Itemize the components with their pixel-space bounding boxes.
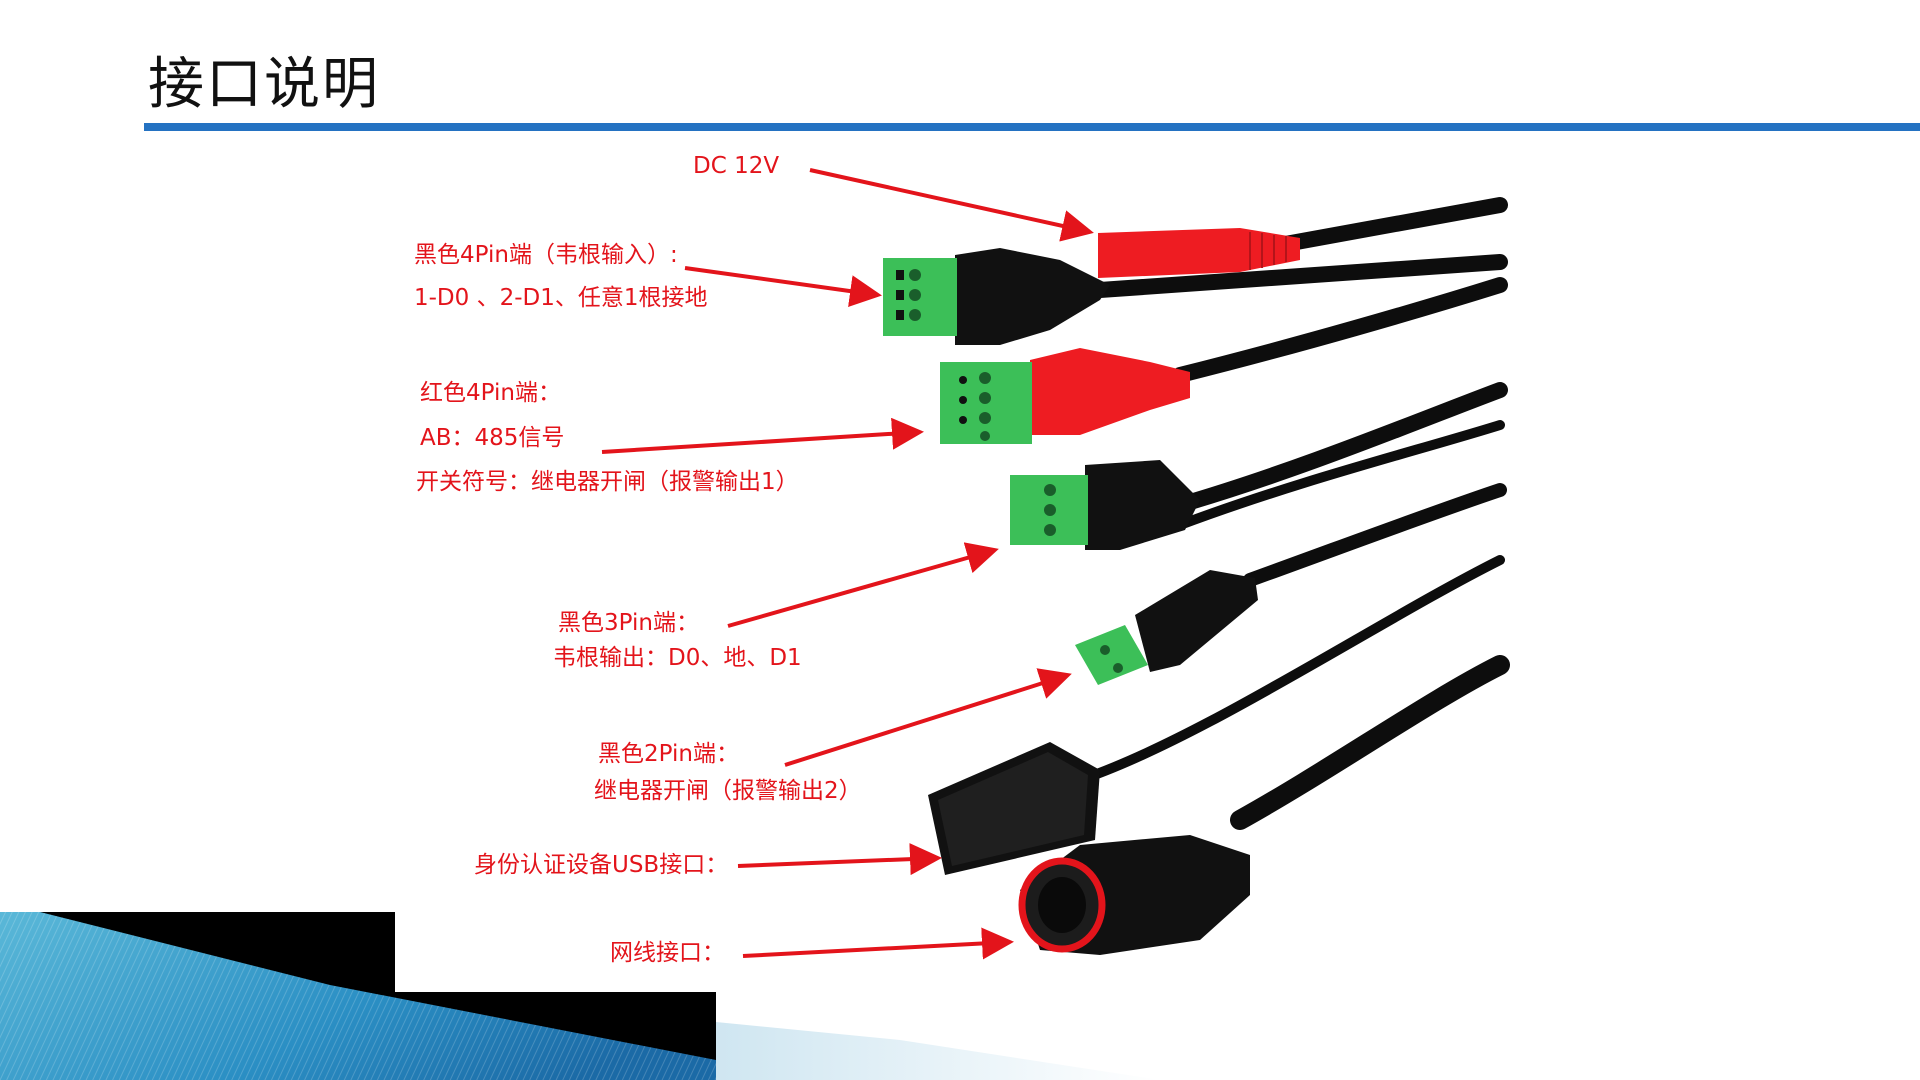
red4-cable	[1172, 277, 1508, 383]
title-underline	[144, 123, 1920, 131]
usb-cable	[1075, 555, 1505, 785]
net-cable	[1230, 655, 1510, 830]
network-plug	[1018, 835, 1250, 955]
label-black3-line1: 黑色3Pin端：	[558, 610, 699, 636]
black4-cable	[1092, 254, 1508, 298]
page-title: 接口说明	[148, 52, 380, 117]
label-red4-line3: 开关符号：继电器开闸（报警输出1）	[416, 469, 799, 495]
arrow-dc	[809, 168, 1094, 242]
label-dc: DC 12V	[693, 153, 780, 179]
arrow-net	[742, 927, 1014, 960]
black2-cable	[1243, 483, 1507, 587]
label-black4-line1: 黑色4Pin端（韦根输入）:	[414, 242, 678, 268]
label-net: 网线接口：	[610, 940, 725, 966]
label-black4-line2: 1-D0 、2-D1、任意1根接地	[414, 285, 708, 311]
arrow-black3-small	[784, 668, 1072, 767]
label-black3-line2: 韦根输出：D0、地、D1	[553, 645, 802, 671]
cables	[1075, 197, 1510, 830]
label-black2-line2: 继电器开闸（报警输出2）	[594, 778, 862, 804]
light-swoosh	[716, 1022, 1160, 1080]
arrows	[601, 168, 1094, 960]
red-4pin-connector	[940, 348, 1190, 444]
dc-plug	[1098, 228, 1300, 278]
arrow-black3	[727, 542, 999, 628]
dc-cable	[1272, 197, 1508, 253]
label-red4-line2: AB：485信号	[420, 425, 565, 451]
black-4pin-connector	[883, 248, 1110, 345]
black3-trunk-cable	[1172, 382, 1508, 513]
label-usb: 身份认证设备USB接口：	[474, 852, 729, 878]
label-black2-line1: 黑色2Pin端：	[598, 741, 739, 767]
black-3pin-connector	[1010, 460, 1200, 550]
arrow-black4	[684, 266, 882, 307]
label-red4-line1: 红色4Pin端：	[420, 380, 561, 406]
usb-plug	[928, 742, 1100, 875]
green-terminal-block	[1075, 625, 1148, 685]
black-3pin-small-connector	[1075, 570, 1258, 685]
black3-cable	[1175, 420, 1505, 530]
arrow-red4	[601, 417, 924, 454]
arrow-usb	[737, 843, 942, 876]
